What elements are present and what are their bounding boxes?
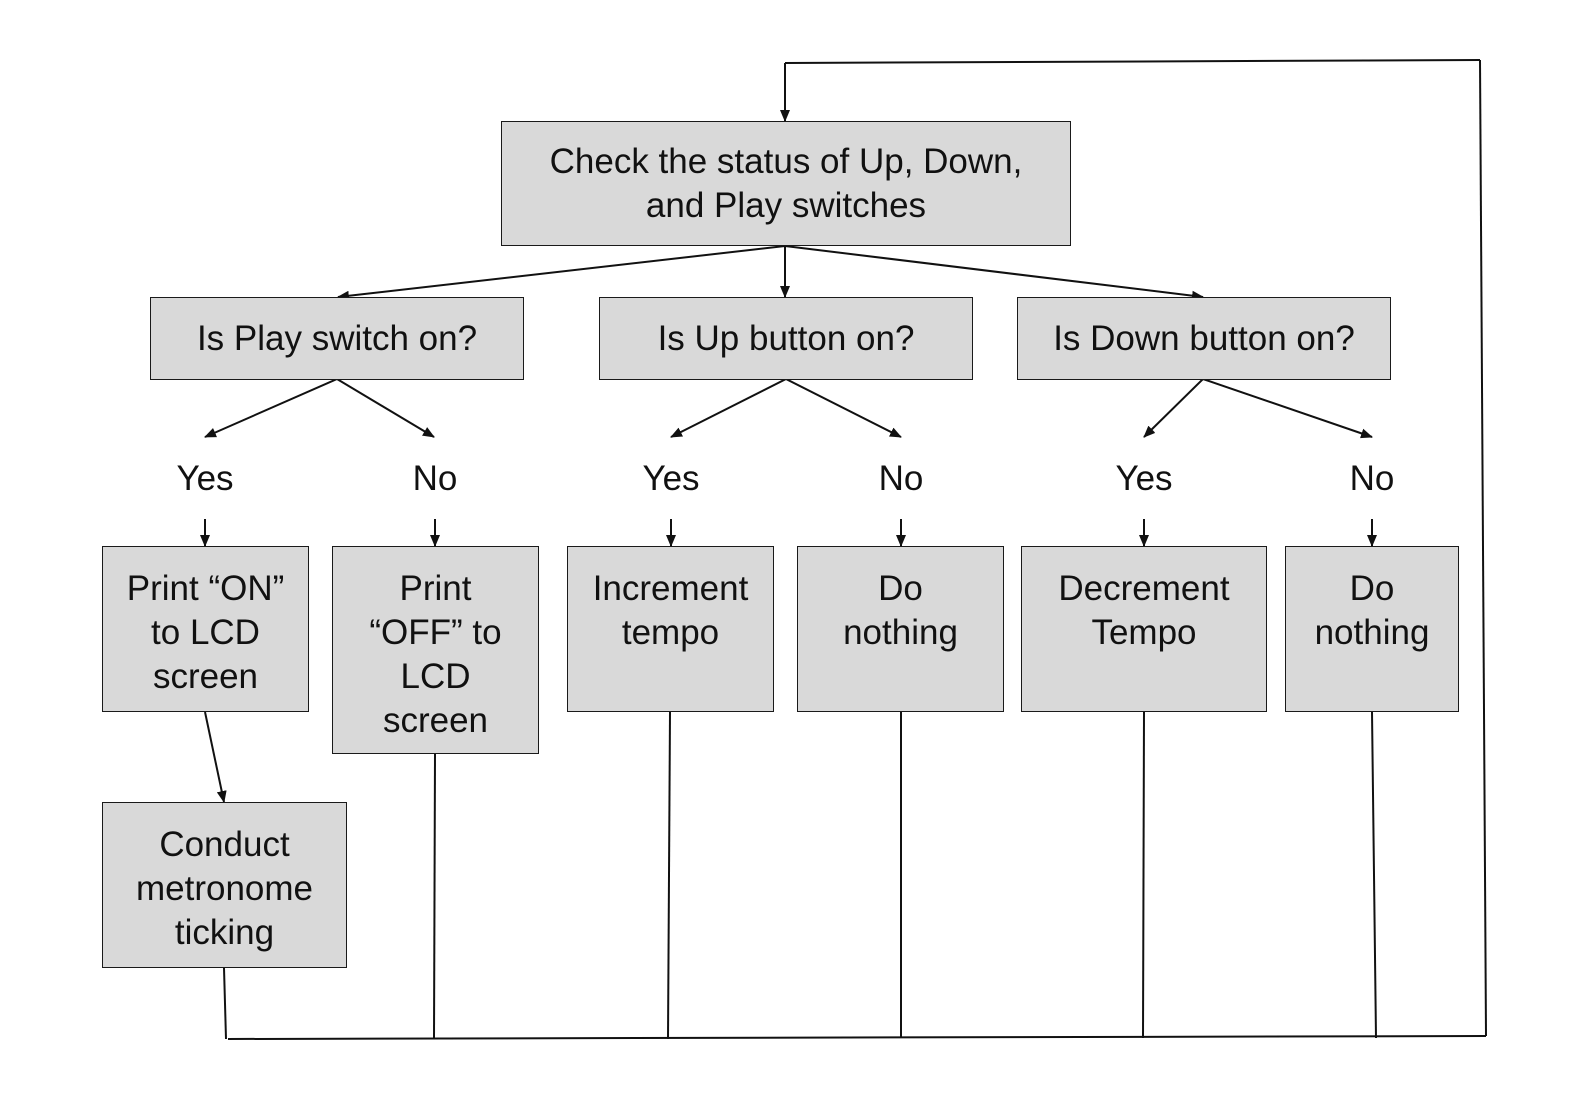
play-yes-label: Yes xyxy=(176,459,234,498)
check-status-text: Check the status of Up, Down, and Play s… xyxy=(549,142,1023,225)
drop-decrement xyxy=(1142,711,1145,1039)
arrow-play-no xyxy=(336,378,435,438)
down-no-label: No xyxy=(1349,459,1395,498)
decrement-tempo-box: Decrement Tempo xyxy=(1021,546,1267,712)
loop-bottom-line xyxy=(227,1035,1487,1040)
up-question-box: Is Up button on? xyxy=(599,297,973,380)
arrow-down-no xyxy=(1202,378,1373,439)
print-off-text: Print “OFF” to LCD screen xyxy=(369,569,502,740)
increment-tempo-text: Increment tempo xyxy=(592,569,749,652)
up-question-text: Is Up button on? xyxy=(657,319,915,358)
drop-conduct xyxy=(223,967,227,1040)
drop-print-off xyxy=(433,753,436,1040)
do-nothing-down-box: Do nothing xyxy=(1285,546,1459,712)
do-nothing-up-box: Do nothing xyxy=(797,546,1004,712)
check-status-box: Check the status of Up, Down, and Play s… xyxy=(501,121,1071,246)
loop-right-line xyxy=(1479,59,1487,1037)
play-no-label: No xyxy=(412,459,458,498)
down-yes-label: Yes xyxy=(1115,459,1173,498)
arrow-down-yes xyxy=(1143,378,1204,438)
up-yes-label: Yes xyxy=(642,459,700,498)
down-question-box: Is Down button on? xyxy=(1017,297,1391,380)
arrow-to-conduct xyxy=(204,711,227,803)
do-nothing-up-text: Do nothing xyxy=(843,569,958,652)
arrow-to-down-question xyxy=(784,245,1204,301)
play-question-box: Is Play switch on? xyxy=(150,297,524,380)
arrow-play-yes xyxy=(204,378,338,438)
loop-top-line xyxy=(784,59,1481,64)
do-nothing-down-text: Do nothing xyxy=(1314,569,1430,652)
print-off-box: Print “OFF” to LCD screen xyxy=(332,546,539,754)
drop-nothing-down xyxy=(1371,711,1377,1039)
increment-tempo-box: Increment tempo xyxy=(567,546,774,712)
drop-increment xyxy=(667,711,671,1040)
print-on-text: Print “ON” to LCD screen xyxy=(126,569,285,696)
play-question-text: Is Play switch on? xyxy=(196,319,478,358)
up-no-label: No xyxy=(878,459,924,498)
decrement-tempo-text: Decrement Tempo xyxy=(1058,569,1230,652)
print-on-box: Print “ON” to LCD screen xyxy=(102,546,309,712)
arrow-to-play-question xyxy=(337,245,786,301)
conduct-metronome-text: Conduct metronome ticking xyxy=(135,825,314,952)
arrow-up-no xyxy=(785,378,902,438)
arrow-up-yes xyxy=(670,378,787,438)
down-question-text: Is Down button on? xyxy=(1053,319,1355,358)
conduct-metronome-box: Conduct metronome ticking xyxy=(102,802,347,968)
